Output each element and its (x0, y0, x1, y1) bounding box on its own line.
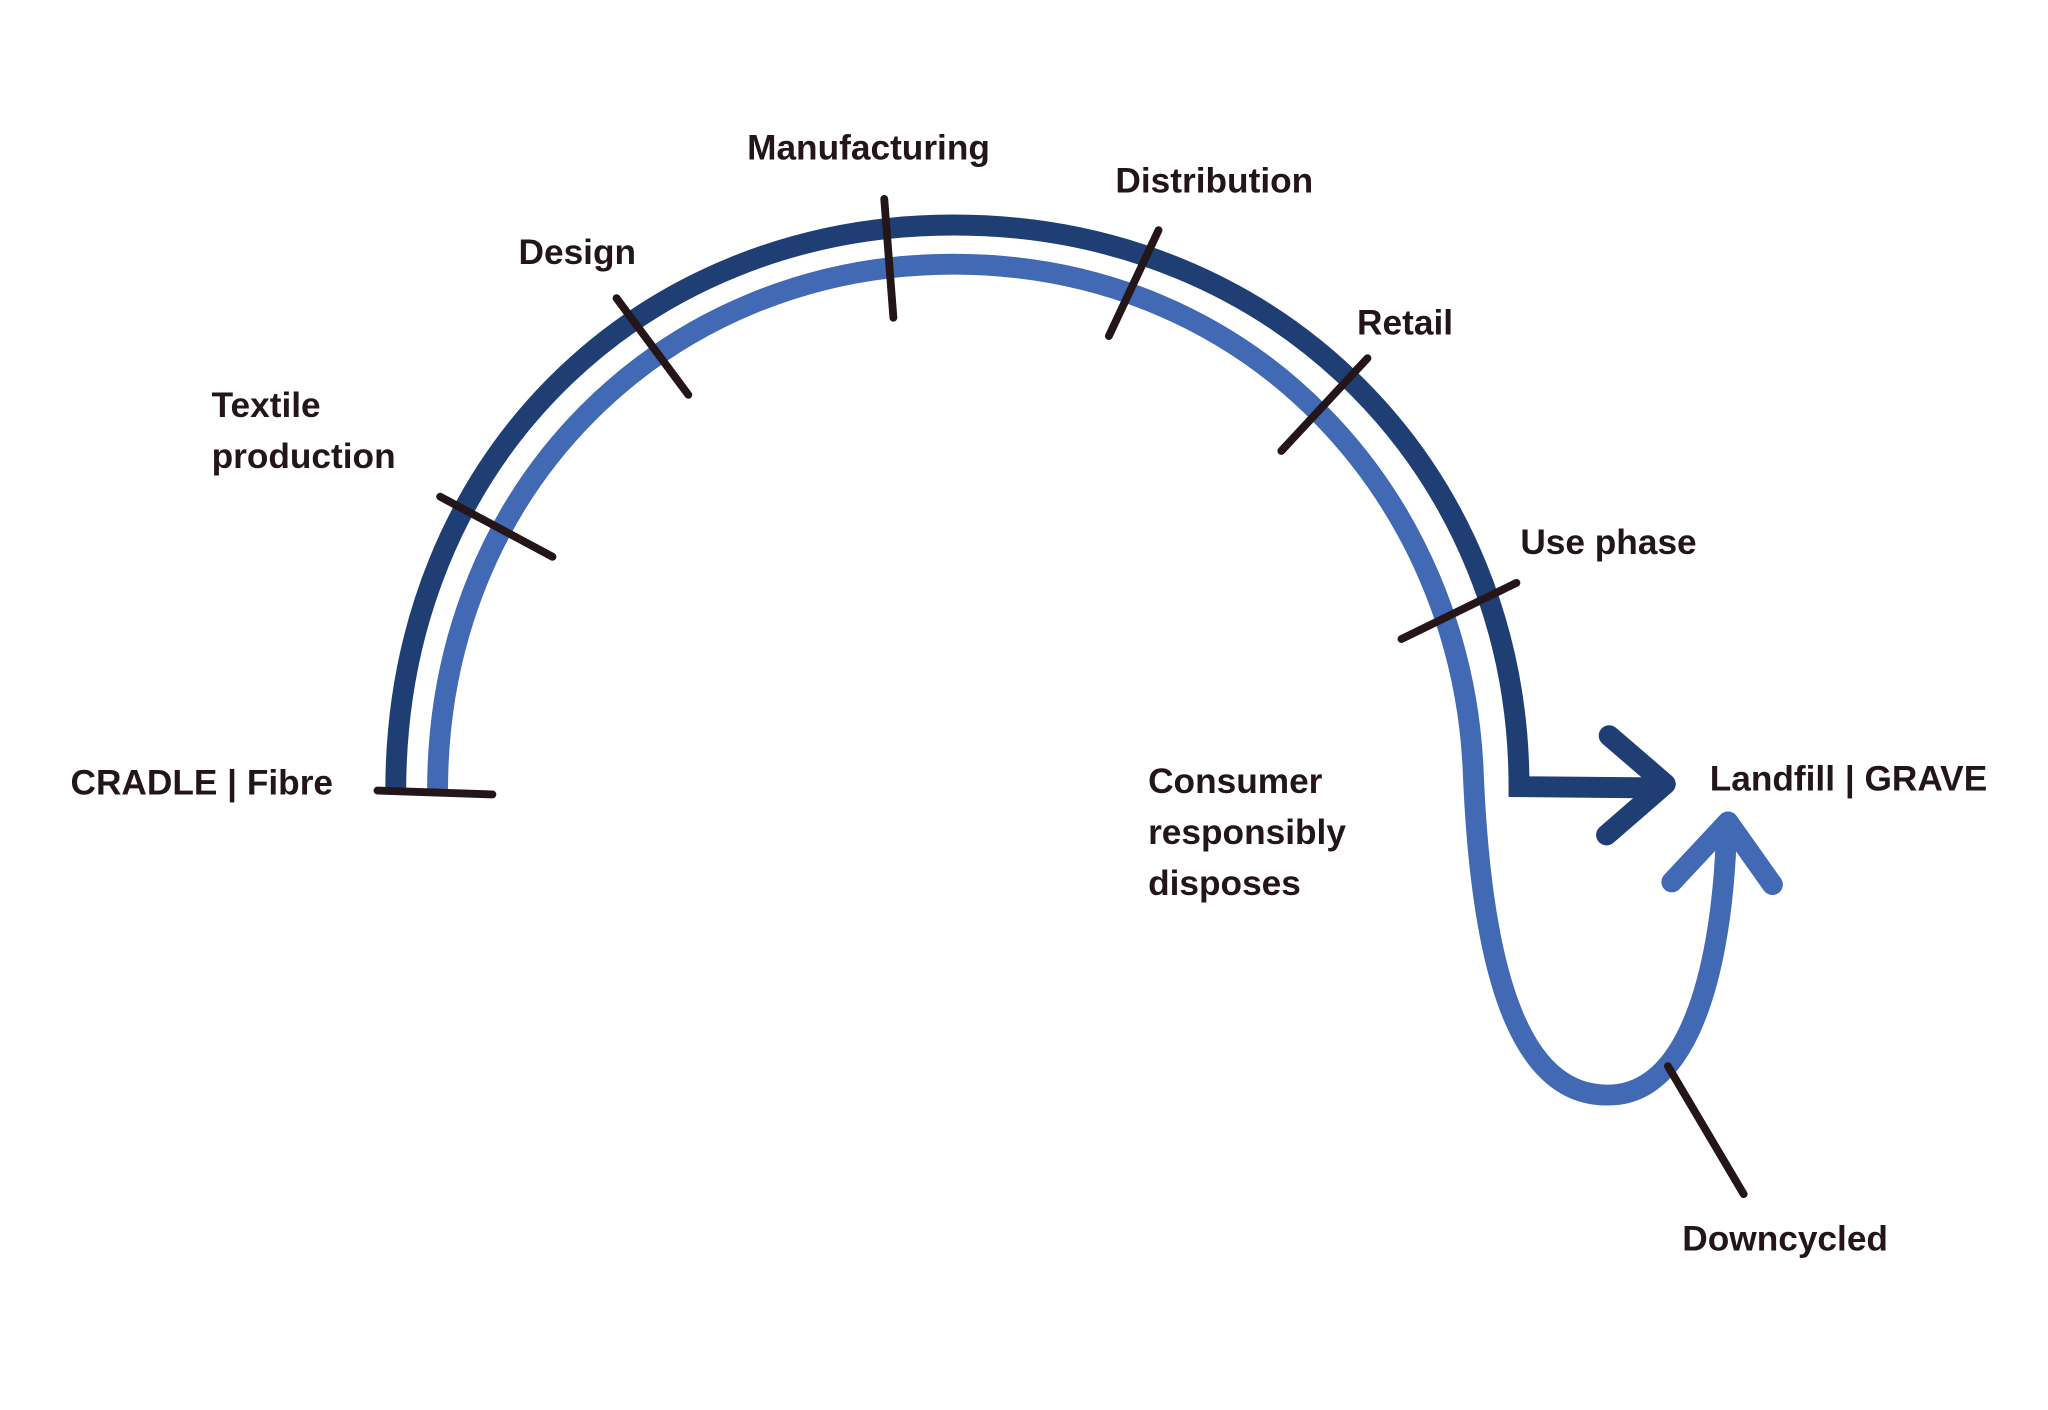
label-consumer-line3: disposes (1148, 864, 1301, 903)
tick-textile (436, 492, 557, 561)
inner-lifecycle-path (427, 253, 1738, 1106)
tick-distribution (1104, 226, 1163, 340)
label-textile-line1: Textile (212, 386, 321, 425)
tick-design (612, 294, 693, 399)
label-design: Design (519, 233, 637, 272)
label-consumer-line2: responsibly (1148, 813, 1346, 852)
tick-retail (1277, 354, 1372, 455)
inner-arrowhead (1661, 811, 1783, 896)
outer-arrowhead (1596, 725, 1676, 846)
label-grave: Landfill | GRAVE (1710, 760, 1988, 799)
label-retail: Retail (1357, 304, 1453, 343)
outer-lifecycle-path (385, 214, 1659, 799)
label-manufacturing: Manufacturing (747, 129, 990, 168)
tick-manufacturing (880, 194, 898, 322)
label-textile-line2: production (212, 437, 396, 476)
label-consumer-line1: Consumer (1148, 762, 1323, 801)
tick-downcycled (1663, 1062, 1748, 1199)
label-cradle: CRADLE | Fibre (71, 763, 334, 802)
label-use-phase: Use phase (1520, 523, 1696, 562)
label-distribution: Distribution (1115, 161, 1313, 200)
label-downcycled: Downcycled (1682, 1219, 1888, 1258)
tick-use-phase (1397, 578, 1521, 643)
tick-cradle (373, 786, 497, 799)
